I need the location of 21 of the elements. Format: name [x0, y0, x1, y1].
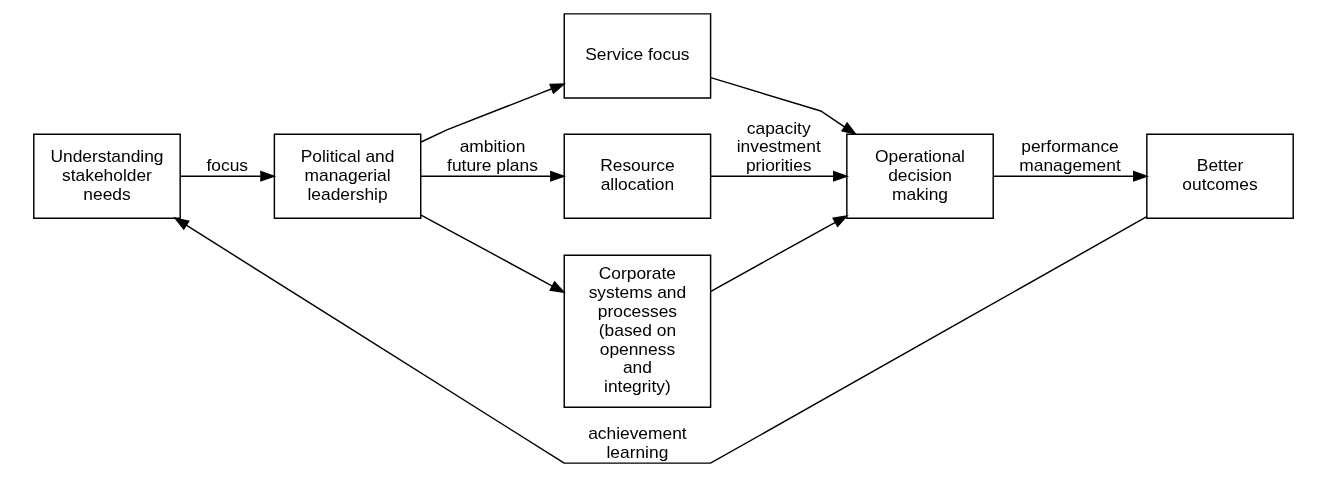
edge-label: ambition future plans: [446, 136, 538, 176]
node-box: Better outcomes: [1145, 133, 1294, 219]
arrow: [709, 214, 849, 293]
node-box: Resource allocation: [563, 133, 711, 219]
edge-label: performance management: [1018, 136, 1121, 176]
edge-label: focus: [206, 155, 248, 176]
arrow: [709, 76, 857, 136]
node-box: Service focus: [563, 13, 711, 99]
node-box: Operational decision making: [845, 133, 994, 219]
arrow: [419, 170, 566, 182]
node-box: Political and managerial leadership: [273, 133, 421, 219]
arrow: [419, 214, 566, 294]
arrow: [179, 170, 276, 182]
edge-label: capacity investment priorities: [736, 117, 821, 176]
arrow: [709, 170, 849, 182]
arrow: [172, 216, 1147, 464]
node-box: Corporate systems and processes (based on openness and integrity): [563, 254, 711, 409]
arrow: [992, 170, 1149, 182]
edge-label: achievement learning: [587, 423, 687, 463]
node-box: Understanding stakeholder needs: [32, 133, 181, 219]
arrow: [419, 83, 566, 143]
